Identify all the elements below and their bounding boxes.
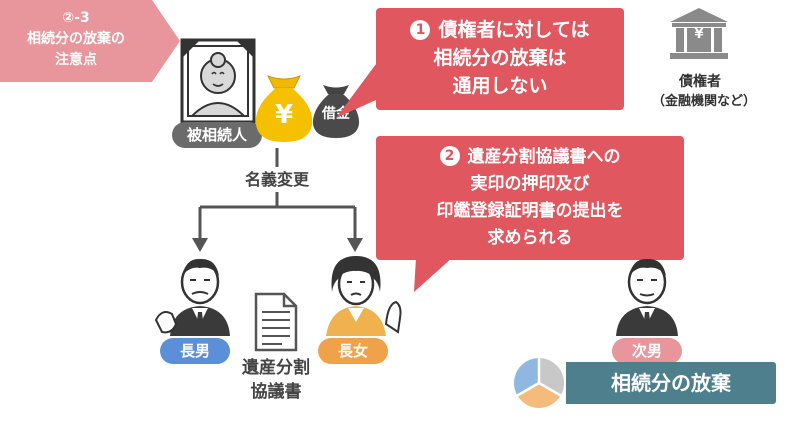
bubble-2-line3: 印鑑登録証明書の提出を [436, 201, 624, 221]
bubble-2-line2: 実印の押印及び [470, 174, 590, 194]
creditor-note: （金融機関など） [651, 94, 756, 109]
eldest-son-label: 長男 [160, 338, 230, 364]
eldest-son-person-icon [154, 258, 230, 336]
document-label-line1: 遺産分割 [242, 358, 310, 378]
eldest-daughter-person-icon [326, 256, 402, 336]
bubble-1-line2: 相続分の放棄は [433, 47, 567, 69]
section-title-line1: 相続分の放棄の [27, 31, 125, 47]
document-icon [254, 292, 298, 352]
money-bag-yen-symbol: ¥ [274, 100, 294, 130]
second-son-label: 次男 [612, 338, 682, 364]
document-label-line2: 協議書 [250, 382, 302, 402]
bubble-2-line4: 求められる [487, 228, 573, 248]
bubble-2-line1: 遺産分割協議書への [467, 147, 621, 167]
bank-yen-symbol: ¥ [694, 27, 704, 42]
section-header-shape [0, 0, 180, 82]
second-son-person-icon [616, 258, 678, 336]
bank-icon [670, 8, 728, 59]
renunciation-banner: 相続分の放棄 [566, 362, 776, 404]
eldest-daughter-label: 長女 [318, 338, 388, 364]
section-title-line2: 注意点 [55, 52, 97, 68]
section-number: ②-3 [62, 10, 90, 26]
bubble-1-text: 1 債権者に対しては 相続分の放棄は 通用しない [376, 16, 624, 100]
section-header: ②-3 相続分の放棄の 注意点 [0, 8, 152, 71]
bubble-1-line1: 債権者に対しては [438, 19, 590, 41]
deceased-label: 被相続人 [172, 122, 262, 148]
transfer-label: 名義変更 [244, 170, 309, 189]
bubble-2-number: 2 [439, 146, 460, 166]
pie-chart-icon [514, 358, 564, 408]
bubble-2-text: 2 遺産分割協議書への 実印の押印及び 印鑑登録証明書の提出を 求められる [376, 144, 684, 252]
creditor-name: 債権者 [679, 74, 721, 90]
money-bag-icon [255, 75, 313, 142]
document-label: 遺産分割 協議書 [222, 356, 330, 404]
bubble-1-number: 1 [410, 20, 431, 40]
deceased-portrait-icon [180, 38, 256, 124]
bubble-1-line3: 通用しない [452, 75, 548, 97]
renunciation-banner-label: 相続分の放棄 [611, 371, 731, 395]
